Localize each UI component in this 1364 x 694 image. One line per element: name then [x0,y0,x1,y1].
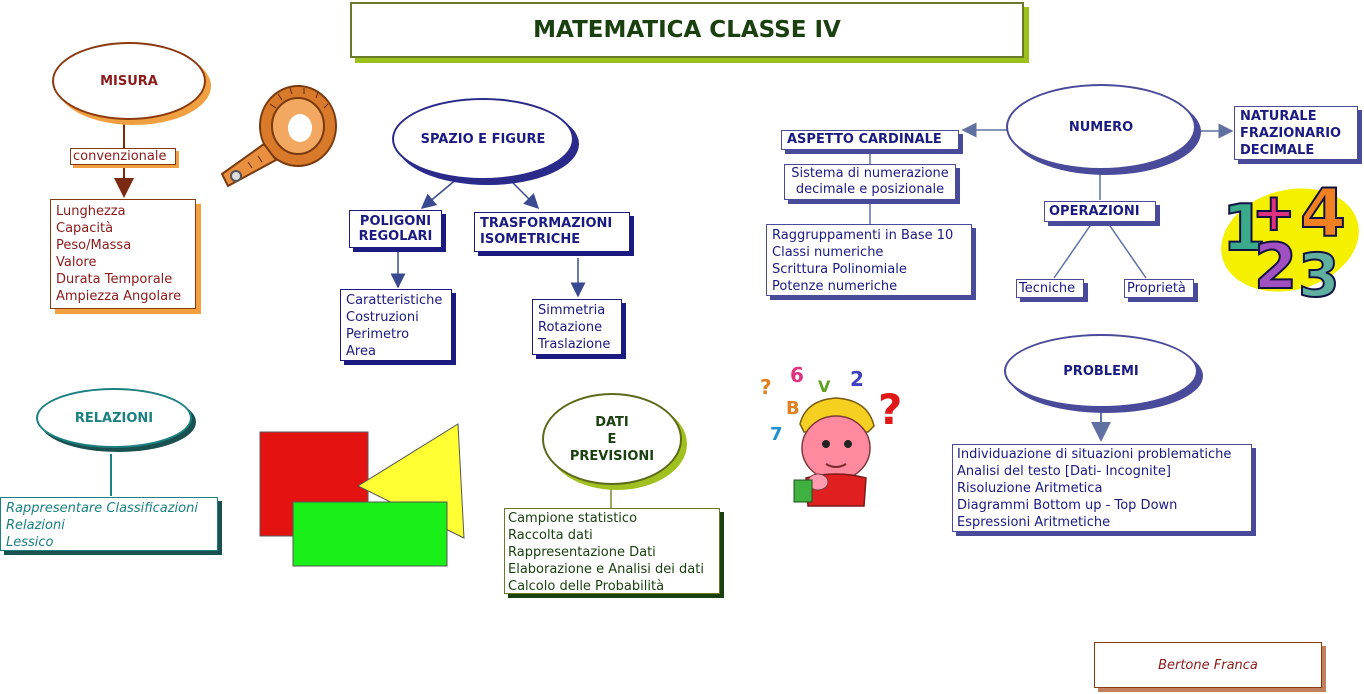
trasformazioni-line2: ISOMETRICHE [480,232,581,247]
geometric-shapes-image [259,423,465,567]
problemi-item: Diagrammi Bottom up - Top Down [957,498,1178,513]
relazioni-item: Lessico [6,535,54,550]
dati-line2: E [607,431,617,447]
misura-item: Valore [56,255,97,270]
problemi-label: PROBLEMI [1063,363,1139,379]
operazioni-label: OPERAZIONI [1049,204,1140,219]
svg-text:7: 7 [770,424,783,445]
author-name: Bertone Franca [1158,657,1258,673]
svg-text:1: 1 [1222,192,1267,266]
svg-text:?: ? [760,375,772,399]
problemi-item: Risoluzione Aritmetica [957,481,1103,496]
sistema-box: Sistema di numerazione decimale e posizi… [784,164,956,200]
problemi-item: Individuazione di situazioni problematic… [957,447,1232,462]
tipo-numero: FRAZIONARIO [1240,126,1342,141]
tipo-numero: NATURALE [1240,109,1317,124]
misura-items-box: Lunghezza Capacità Peso/Massa Valore Dur… [50,199,196,309]
dati-node: DATI E PREVISIONI [542,393,682,485]
raggruppamenti-item: Raggruppamenti in Base 10 [772,228,954,243]
problemi-item: Espressioni Aritmetiche [957,515,1111,530]
poligoni-line2: REGOLARI [358,229,433,244]
problemi-node: PROBLEMI [1004,334,1198,408]
tecniche-box: Tecniche [1016,279,1084,298]
sistema-line2: decimale e posizionale [795,182,945,197]
misura-item: Durata Temporale [56,272,173,287]
numero-label: NUMERO [1068,119,1134,135]
poligoni-item: Perimetro [346,327,410,342]
operazioni-box: OPERAZIONI [1044,201,1156,222]
raggruppamenti-box: Raggruppamenti in Base 10 Classi numeric… [766,224,972,296]
title-box: MATEMATICA CLASSE IV [350,2,1024,58]
relazioni-item: Rappresentare Classificazioni [6,501,198,516]
dati-item: Rappresentazione Dati [508,545,656,560]
svg-text:?: ? [878,385,902,434]
tape-measure-image [220,85,337,188]
misura-sub-box: convenzionale [70,148,176,165]
problemi-items-box: Individuazione di situazioni problematic… [952,444,1252,532]
trasformazioni-items-box: Simmetria Rotazione Traslazione [532,299,622,355]
raggruppamenti-item: Classi numeriche [772,245,884,260]
svg-text:2: 2 [850,367,864,391]
svg-text:+: + [1252,183,1296,243]
poligoni-box: POLIGONI REGOLARI [349,210,442,248]
cardinale-label: ASPETTO CARDINALE [787,132,942,147]
misura-item: Capacità [56,221,114,236]
page-title: MATEMATICA CLASSE IV [533,17,841,43]
dati-item: Campione statistico [508,511,638,526]
misura-node: MISURA [52,42,206,120]
numbers-image: 1 + 4 2 3 [1221,174,1359,304]
trasf-item: Simmetria [538,303,606,318]
trasformazioni-line1: TRASFORMAZIONI [480,216,613,231]
trasformazioni-box: TRASFORMAZIONI ISOMETRICHE [474,212,630,252]
proprieta-label: Proprietà [1127,281,1186,296]
problemi-item: Analisi del testo [Dati- Incognite] [957,464,1171,479]
misura-sub-label: convenzionale [73,149,167,164]
raggruppamenti-item: Potenze numeriche [772,279,898,294]
svg-text:B: B [786,398,800,419]
tecniche-label: Tecniche [1019,281,1076,296]
poligoni-line1: POLIGONI [359,214,432,229]
svg-text:2: 2 [1254,230,1297,303]
dati-line1: DATI [595,414,629,430]
spazio-node: SPAZIO E FIGURE [392,98,574,180]
relazioni-node: RELAZIONI [36,388,192,448]
tipo-numero: DECIMALE [1240,143,1315,158]
thinking-child-image: ? 6 V 2 B 7 ? [760,363,902,507]
dati-line3: PREVISIONI [569,448,655,464]
dati-item: Elaborazione e Analisi dei dati [508,562,704,577]
trasf-item: Rotazione [538,320,603,335]
poligoni-items-box: Caratteristiche Costruzioni Perimetro Ar… [340,289,452,361]
cardinale-box: ASPETTO CARDINALE [781,130,959,150]
sistema-line1: Sistema di numerazione [791,166,949,181]
poligoni-item: Costruzioni [346,310,419,325]
spazio-label: SPAZIO E FIGURE [420,131,546,147]
proprieta-box: Proprietà [1124,279,1194,298]
svg-text:4: 4 [1300,175,1346,252]
dati-item: Calcolo delle Probabilità [508,579,665,594]
raggruppamenti-item: Scrittura Polinomiale [772,262,907,277]
author-box: Bertone Franca [1094,642,1322,688]
relazioni-items-box: Rappresentare Classificazioni Relazioni … [0,497,218,551]
dati-item: Raccolta dati [508,528,593,543]
relazioni-label: RELAZIONI [74,410,154,426]
dati-items-box: Campione statistico Raccolta dati Rappre… [504,508,720,594]
misura-item: Peso/Massa [56,238,132,253]
poligoni-item: Caratteristiche [346,293,443,308]
svg-text:V: V [818,377,831,396]
tipi-numero-box: NATURALE FRAZIONARIO DECIMALE [1234,106,1358,160]
trasf-item: Traslazione [538,337,611,352]
misura-item: Ampiezza Angolare [56,289,182,304]
poligoni-item: Area [346,344,376,359]
numero-node: NUMERO [1006,84,1196,170]
misura-label: MISURA [100,73,158,89]
relazioni-item: Relazioni [6,518,65,533]
misura-item: Lunghezza [56,204,126,219]
svg-text:6: 6 [790,363,804,387]
svg-text:3: 3 [1298,241,1340,304]
